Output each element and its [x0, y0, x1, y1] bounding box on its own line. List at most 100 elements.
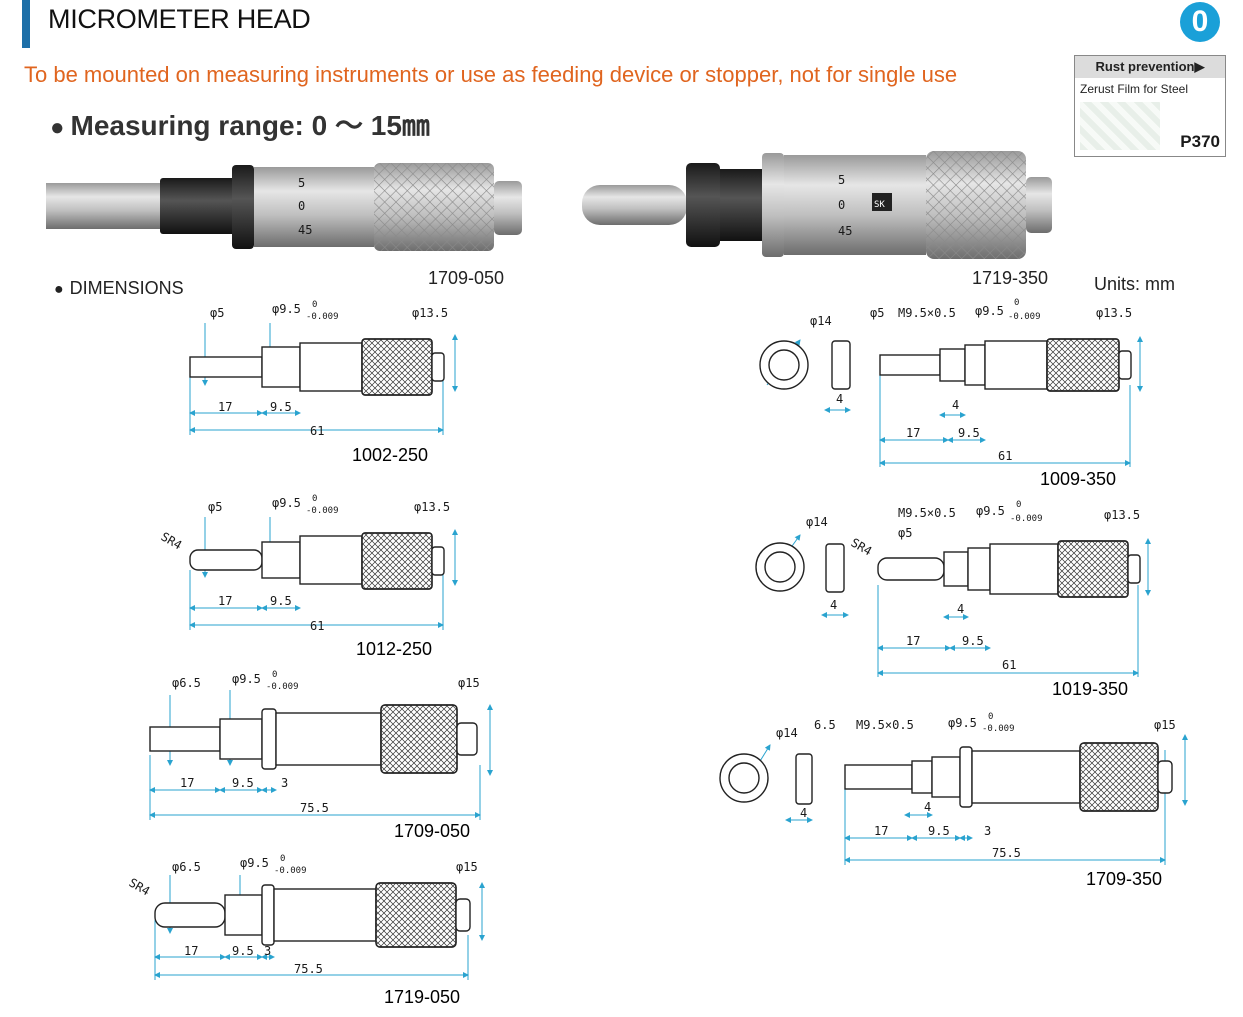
d1002-l17: 17	[218, 400, 232, 414]
category-logo: 0	[1180, 2, 1220, 42]
photo2-scale-5: 5	[838, 173, 845, 187]
rust-prevention-title: Rust prevention▶	[1075, 56, 1225, 78]
d1012-model: 1012-250	[356, 639, 432, 659]
drawing-1719-050-body	[154, 882, 471, 948]
dimensions-heading: ● DIMENSIONS	[54, 278, 184, 299]
page-title: MICROMETER HEAD	[48, 4, 311, 34]
d1719-tol-upper: 0	[280, 854, 285, 864]
d1719-tol-lower: -0.009	[274, 866, 307, 876]
drawing-1009-350-body	[759, 338, 1132, 392]
measuring-range: ●Measuring range: 0 ～ 15㎜	[50, 104, 430, 144]
product-photos: 5 0 45 5 0 45 SK	[46, 151, 1052, 259]
micrometer-photo-1719-350: 5 0 45 SK	[582, 151, 1052, 259]
page-subtitle: To be mounted on measuring instruments o…	[24, 62, 958, 87]
d1709350-l17: 17	[874, 824, 888, 838]
d1709350-phi14: φ14	[776, 726, 798, 740]
rust-prevention-box[interactable]: Rust prevention▶ Zerust Film for Steel P…	[1074, 55, 1226, 157]
d1019-model: 1019-350	[1052, 679, 1128, 699]
d1019-phi5: φ5	[898, 526, 912, 540]
d1719-l17: 17	[184, 944, 198, 958]
bullet-icon: ●	[50, 114, 65, 141]
d1719-model: 1719-050	[384, 987, 460, 1007]
d1019-l95: 9.5	[962, 634, 984, 648]
d1002-l61: 61	[310, 424, 324, 438]
d1709350-tol-upper: 0	[988, 712, 993, 722]
d1019-tol-lower: -0.009	[1010, 514, 1043, 524]
d1719-l3: 3	[264, 944, 271, 958]
d1009-tol-lower: -0.009	[1008, 312, 1041, 322]
micrometer-photo-1709-050: 5 0 45	[46, 163, 522, 251]
d1709-l17: 17	[180, 776, 194, 790]
d1002-phi135: φ13.5	[412, 306, 448, 320]
d1002-phi95: φ9.5	[272, 302, 301, 316]
play-arrow-icon: ▶	[1194, 59, 1205, 74]
d1019-sr4: SR4	[849, 535, 875, 558]
d1002-l95: 9.5	[270, 400, 292, 414]
d1709350-model: 1709-350	[1086, 869, 1162, 889]
photo2-scale-0: 0	[838, 198, 845, 212]
d1012-l17: 17	[218, 594, 232, 608]
photo2-scale-45: 45	[838, 224, 852, 238]
d1709350-phi95: φ9.5	[948, 716, 977, 730]
d1709-phi65: φ6.5	[172, 676, 201, 690]
d1719-l755: 75.5	[294, 962, 323, 976]
d1009-tol-upper: 0	[1014, 298, 1019, 308]
d1019-l4a: 4	[830, 598, 837, 612]
d1019-phi135: φ13.5	[1104, 508, 1140, 522]
brand-mark: SK	[874, 200, 885, 210]
d1019-l61: 61	[1002, 658, 1016, 672]
drawing-1012-250-body	[189, 532, 445, 590]
photo1-scale-45: 45	[298, 223, 312, 237]
d1009-phi95: φ9.5	[975, 304, 1004, 318]
d1719-phi65: φ6.5	[172, 860, 201, 874]
dimension-drawings: φ5 φ9.5 0 -0.009 φ13.5 17 9.5 61 1002-25…	[127, 298, 1188, 1007]
d1019-l4b: 4	[957, 602, 964, 616]
d1012-phi135: φ13.5	[414, 500, 450, 514]
d1009-l61: 61	[998, 449, 1012, 463]
d1709-tol-lower: -0.009	[266, 682, 299, 692]
d1009-l17: 17	[906, 426, 920, 440]
photo1-scale-0: 0	[298, 199, 305, 213]
d1009-model: 1009-350	[1040, 469, 1116, 489]
d1709350-m95: M9.5×0.5	[856, 718, 914, 732]
title-accent-bar	[22, 0, 30, 48]
bullet-icon: ●	[54, 281, 64, 298]
d1012-tol-upper: 0	[312, 494, 317, 504]
d1719-sr4: SR4	[127, 875, 153, 898]
d1019-phi95: φ9.5	[976, 504, 1005, 518]
dimensions-label: DIMENSIONS	[69, 278, 184, 298]
d1719-phi95: φ9.5	[240, 856, 269, 870]
measuring-range-text: Measuring range: 0 ～ 15㎜	[70, 110, 430, 141]
photo-model-left: 1709-050	[428, 268, 505, 288]
d1012-l61: 61	[310, 619, 324, 633]
photo1-scale-5: 5	[298, 176, 305, 190]
d1009-phi14: φ14	[810, 314, 832, 328]
d1019-phi14: φ14	[806, 515, 828, 529]
drawing-1002-250-body	[189, 338, 445, 396]
d1709-l755: 75.5	[300, 801, 329, 815]
d1019-tol-upper: 0	[1016, 500, 1021, 510]
d1012-l95: 9.5	[270, 594, 292, 608]
units-label: Units: mm	[1094, 274, 1175, 294]
d1709350-phi15: φ15	[1154, 718, 1176, 732]
d1002-tol-upper: 0	[312, 300, 317, 310]
d1009-phi135: φ13.5	[1096, 306, 1132, 320]
drawing-1709-050-body	[149, 704, 478, 774]
d1709350-v65: 6.5	[814, 718, 836, 732]
d1019-m95: M9.5×0.5	[898, 506, 956, 520]
d1009-l4b: 4	[952, 398, 959, 412]
d1012-sr4: SR4	[159, 529, 185, 552]
d1719-l95: 9.5	[232, 944, 254, 958]
d1009-phi5: φ5	[870, 306, 884, 320]
d1709-phi95: φ9.5	[232, 672, 261, 686]
d1709-l95: 9.5	[232, 776, 254, 790]
d1012-phi95: φ9.5	[272, 496, 301, 510]
zerust-film-image	[1080, 102, 1160, 150]
d1709350-l755: 75.5	[992, 846, 1021, 860]
d1709350-tol-lower: -0.009	[982, 724, 1015, 734]
d1009-l4a: 4	[836, 392, 843, 406]
photo-model-right: 1719-350	[972, 268, 1049, 288]
d1709-tol-upper: 0	[272, 670, 277, 680]
d1009-l95: 9.5	[958, 426, 980, 440]
drawing-1019-350-body	[755, 540, 1141, 598]
